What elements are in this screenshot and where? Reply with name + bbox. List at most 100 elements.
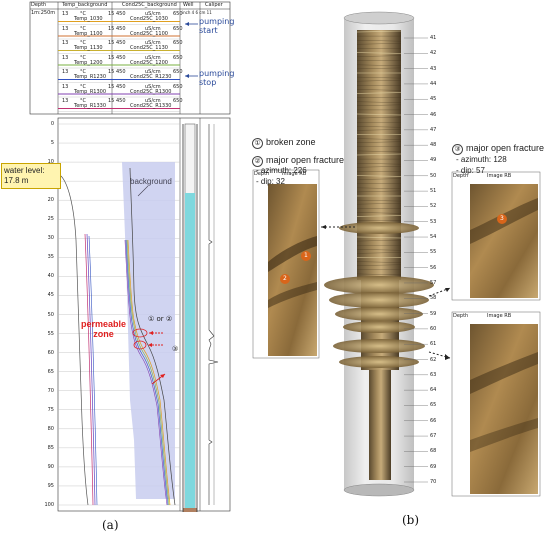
core-band <box>356 52 402 54</box>
legend-text-3: major open fracture <box>466 143 545 153</box>
inset-marker-2-label: 2 <box>283 275 287 282</box>
header-unit-c: °C <box>80 69 86 75</box>
header-scale-15: 15 <box>108 11 115 17</box>
header-unit-uscm: uS/cm <box>145 54 161 61</box>
depth-tick-label-b: 52 <box>430 203 437 210</box>
header-scale-13: 13 <box>62 98 69 104</box>
depth-tick-label-b: 54 <box>430 234 437 241</box>
header-temp-name: Temp_1130 <box>74 45 103 51</box>
core-band <box>356 203 402 205</box>
header-scale-650: 650 <box>173 40 183 46</box>
inset-left-image <box>268 184 317 356</box>
permeable-marker-upper <box>132 328 148 338</box>
pumping-start-label: pumping start <box>199 17 235 35</box>
header-scale-450: 450 <box>116 25 126 32</box>
header-temp-name: Temp_R1230 <box>74 74 107 80</box>
core-band <box>356 153 402 156</box>
depth-tick-label: 70 <box>47 387 54 394</box>
background-label: background <box>130 177 172 186</box>
header-scale-15: 15 <box>108 54 115 61</box>
core-band <box>356 67 402 70</box>
legend-num-2: ② <box>252 156 263 167</box>
core-band <box>356 166 402 168</box>
inset-right-bottom-image <box>470 324 538 494</box>
depth-tick-label: 30 <box>47 235 54 242</box>
core-band <box>356 141 402 143</box>
well-bottom <box>183 508 197 512</box>
temp-background-curve <box>59 174 89 506</box>
core-band <box>356 178 402 180</box>
header-temp-name: Temp_R1300 <box>74 88 107 95</box>
inset-right2-depth-label: Depth <box>453 313 469 319</box>
inset-marker-1 <box>301 251 311 261</box>
cond-curve-orange <box>127 239 171 506</box>
depth-tick-label-b: 51 <box>430 188 437 195</box>
depth-tick-label-b: 65 <box>430 402 437 409</box>
core-band <box>356 80 402 82</box>
depth-tick-label: 45 <box>47 292 54 299</box>
core-band <box>356 239 402 242</box>
inset-marker-1-label: 1 <box>304 252 308 259</box>
core-band <box>356 163 402 165</box>
header-scale-13: 13 <box>62 25 69 32</box>
header-scale-450: 450 <box>116 40 126 46</box>
header-scale-450: 450 <box>116 11 126 17</box>
depth-ticks-b <box>404 37 428 483</box>
header-depth-unit: 1m:250m <box>31 10 56 16</box>
header-scale-13: 13 <box>62 11 69 17</box>
well-log-svg <box>29 1 231 512</box>
depth-tick-label-b: 55 <box>430 249 437 256</box>
header-temp-name: Temp_1100 <box>74 30 103 37</box>
core-band <box>356 92 402 94</box>
header-caliper: Caliper <box>205 2 223 8</box>
core-band <box>356 249 402 251</box>
core-band <box>356 215 402 217</box>
depth-tick-label: 85 <box>47 444 54 451</box>
header-scale-15: 15 <box>108 98 115 104</box>
header-unit-c: °C <box>80 40 86 46</box>
depth-tick-label-b: 62 <box>430 356 437 363</box>
header-scale-450: 450 <box>116 98 126 104</box>
inset-right-image-label: Image RB <box>487 173 512 179</box>
core-band <box>356 76 402 79</box>
fracture-disk-3 <box>329 292 429 308</box>
borehole-3d-svg <box>252 11 541 497</box>
header-scale-650: 650 <box>173 83 183 90</box>
core-band <box>356 129 402 131</box>
header-caliper-scale: inch 4 6 cm 11 <box>182 10 212 15</box>
header-scale-450: 450 <box>116 54 126 61</box>
legend-item-3-dip: - dip: 57 <box>456 166 485 175</box>
core-band <box>356 212 402 214</box>
fracture-disk-6 <box>333 339 425 353</box>
inset-right-depth-label: Depth <box>453 173 469 179</box>
core-band <box>356 261 402 263</box>
inset-marker-3-label: 3 <box>500 215 504 222</box>
depth-tick-label: 65 <box>47 368 54 375</box>
fracture-disk-1 <box>339 222 419 234</box>
caption-b: (b) <box>402 513 420 527</box>
legend-num-1: ① <box>252 138 263 149</box>
header-scale-13: 13 <box>62 54 69 61</box>
depth-tick-label-b: 70 <box>430 479 437 485</box>
permeable-marker-lower <box>133 340 147 350</box>
core-band <box>356 113 402 116</box>
temp-curve-purple <box>86 233 96 506</box>
depth-tick-label: 35 <box>47 254 54 261</box>
depth-tick-label: 80 <box>47 425 54 432</box>
depth-tick-label-b: 60 <box>430 325 437 332</box>
depth-tick-label: 100 <box>44 502 54 508</box>
depth-tick-label: 10 <box>38 159 54 165</box>
header-scale-650: 650 <box>173 98 183 104</box>
depth-tick-label-b: 44 <box>430 80 437 87</box>
depth-tick-label-b: 41 <box>430 35 437 41</box>
header-scale-15: 15 <box>108 83 115 90</box>
fracture-disk-5 <box>343 321 415 333</box>
depth-tick-label-b: 49 <box>430 157 437 164</box>
legend-num-3: ③ <box>452 144 463 155</box>
tube-top <box>343 11 415 25</box>
depth-tick-label-b: 47 <box>430 126 437 133</box>
water-column <box>185 193 195 509</box>
depth-tick-label-b: 46 <box>430 111 437 118</box>
cond-curve-green <box>126 239 170 506</box>
